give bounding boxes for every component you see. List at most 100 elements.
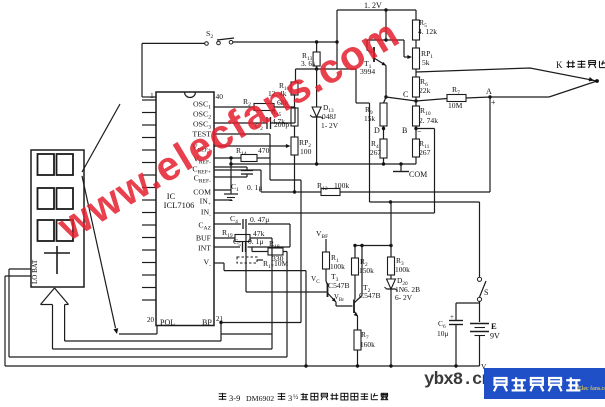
svg-text:5k: 5k xyxy=(422,58,430,67)
svg-text:20: 20 xyxy=(147,316,155,324)
svg-text:TEST: TEST xyxy=(192,130,211,139)
svg-text:3: 3 xyxy=(288,393,292,403)
svg-text:R18: R18 xyxy=(269,239,280,250)
svg-text:A: A xyxy=(486,87,492,96)
svg-text:22k: 22k xyxy=(419,86,431,95)
svg-text:S2: S2 xyxy=(206,29,213,40)
svg-text:12. 4k: 12. 4k xyxy=(268,89,287,98)
svg-text:3-9: 3-9 xyxy=(229,393,240,403)
svg-text:1. 2V: 1. 2V xyxy=(364,1,382,10)
svg-text:1: 1 xyxy=(150,91,154,100)
svg-text:R7: R7 xyxy=(361,330,369,341)
svg-text:VC: VC xyxy=(311,275,320,285)
svg-text:CREF+: CREF+ xyxy=(192,165,211,176)
svg-text:R16: R16 xyxy=(279,81,290,92)
svg-text:0. 1μ: 0. 1μ xyxy=(248,237,263,246)
svg-text:RP2: RP2 xyxy=(299,138,311,149)
svg-text:C: C xyxy=(403,90,408,99)
svg-text:IC: IC xyxy=(167,191,176,201)
svg-text:CREF-: CREF- xyxy=(194,174,211,185)
svg-text:4.7k: 4.7k xyxy=(272,117,285,126)
svg-text:B: B xyxy=(402,126,407,135)
svg-text:S: S xyxy=(484,288,488,297)
svg-text:R1: R1 xyxy=(331,253,339,264)
svg-text:267: 267 xyxy=(370,148,381,157)
svg-text:150k: 150k xyxy=(359,266,374,275)
svg-text:Elec fans.com: Elec fans.com xyxy=(578,385,605,392)
svg-text:0. 47μ: 0. 47μ xyxy=(250,215,269,224)
svg-text:VBF: VBF xyxy=(316,229,328,240)
svg-text:100k: 100k xyxy=(334,181,349,190)
svg-text:15k: 15k xyxy=(364,114,375,123)
svg-text:OSC2: OSC2 xyxy=(193,110,211,121)
svg-text:R6: R6 xyxy=(420,77,428,88)
svg-text:½: ½ xyxy=(293,393,298,401)
svg-text:1- 2V: 1- 2V xyxy=(321,121,339,130)
svg-text:330: 330 xyxy=(272,254,284,263)
svg-text:INT: INT xyxy=(198,244,211,253)
svg-text:R2: R2 xyxy=(243,97,251,108)
svg-text:C6: C6 xyxy=(438,319,446,330)
svg-text:40: 40 xyxy=(216,92,224,101)
svg-text:ybx8.cn: ybx8.cn xyxy=(424,370,492,390)
svg-text:OSC3: OSC3 xyxy=(193,120,211,131)
svg-text:R4: R4 xyxy=(371,139,379,150)
svg-text:R2: R2 xyxy=(360,257,368,268)
svg-text:T3: T3 xyxy=(331,272,339,283)
svg-text:47k: 47k xyxy=(253,229,265,238)
svg-text:OSC1: OSC1 xyxy=(193,100,211,111)
svg-text:68k: 68k xyxy=(277,98,289,107)
svg-text:V-: V- xyxy=(203,258,211,269)
svg-text:21: 21 xyxy=(216,315,224,323)
svg-text:D20: D20 xyxy=(397,276,408,287)
svg-text:D13: D13 xyxy=(323,103,334,114)
svg-text:R14: R14 xyxy=(236,146,247,157)
svg-text:+: + xyxy=(450,313,454,321)
svg-text:C547B: C547B xyxy=(359,291,381,300)
svg-text:T1: T1 xyxy=(364,59,372,70)
svg-text:6- 2V: 6- 2V xyxy=(395,293,413,302)
svg-text:POL: POL xyxy=(160,318,175,327)
svg-text:0. 1μ: 0. 1μ xyxy=(247,183,262,192)
svg-text:ICL7106: ICL7106 xyxy=(164,200,195,210)
svg-text:IN-: IN- xyxy=(201,208,211,219)
svg-text:1N6. 2B: 1N6. 2B xyxy=(395,285,420,294)
svg-text:D: D xyxy=(374,126,380,135)
svg-text:VREF+: VREF+ xyxy=(192,143,211,154)
svg-text:K: K xyxy=(556,60,563,70)
svg-text:4. 12k: 4. 12k xyxy=(418,27,437,36)
svg-text:E: E xyxy=(491,321,497,331)
svg-text:CAZ: CAZ xyxy=(198,221,211,232)
svg-text:R3: R3 xyxy=(396,256,404,267)
svg-text:BP: BP xyxy=(202,318,212,327)
svg-text:−: − xyxy=(417,127,422,136)
svg-text:RP1: RP1 xyxy=(421,49,433,60)
svg-text:LO BAT: LO BAT xyxy=(31,259,39,284)
svg-text:C2: C2 xyxy=(255,121,263,132)
svg-text:+: + xyxy=(491,98,496,107)
svg-text:C5: C5 xyxy=(233,237,241,248)
svg-text:COM: COM xyxy=(409,170,427,179)
svg-text:C1: C1 xyxy=(231,182,239,193)
svg-text:R19: R19 xyxy=(222,228,233,239)
svg-text:T2: T2 xyxy=(363,283,371,294)
svg-text:10M: 10M xyxy=(448,101,463,110)
svg-text:10M: 10M xyxy=(274,259,289,268)
svg-text:DM6902: DM6902 xyxy=(246,394,274,403)
svg-text:VREF-: VREF- xyxy=(193,155,211,166)
svg-text:3. 6k: 3. 6k xyxy=(301,59,316,68)
svg-text:COM: COM xyxy=(193,188,211,197)
svg-text:100: 100 xyxy=(300,147,312,156)
svg-text:100k: 100k xyxy=(330,262,345,271)
svg-text:100k: 100k xyxy=(395,265,410,274)
svg-text:9V: 9V xyxy=(490,332,500,341)
svg-text:R11: R11 xyxy=(419,139,430,150)
svg-text:267: 267 xyxy=(419,148,431,157)
svg-text:200p: 200p xyxy=(274,120,289,129)
svg-text:R5: R5 xyxy=(419,18,427,29)
svg-text:R17: R17 xyxy=(263,259,274,270)
svg-text:160k: 160k xyxy=(360,340,375,349)
svg-text:VBε: VBε xyxy=(334,294,344,303)
svg-text:R9: R9 xyxy=(365,105,373,116)
svg-text:R12: R12 xyxy=(317,181,328,192)
